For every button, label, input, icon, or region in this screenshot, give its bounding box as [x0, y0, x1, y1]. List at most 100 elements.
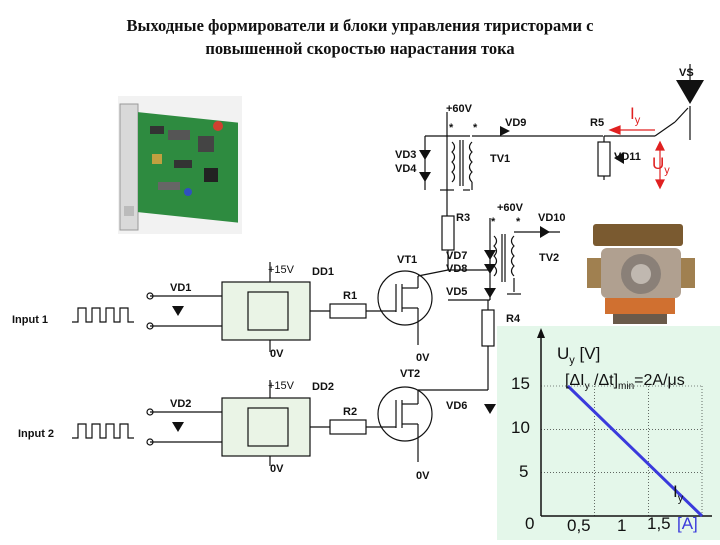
- label-vs: VS: [679, 67, 694, 79]
- label-vd8: VD8: [446, 263, 468, 275]
- y-axis-arrow: [537, 328, 545, 338]
- vd3-diode: [419, 150, 431, 160]
- graph-y-label: Uy [V]: [557, 344, 601, 367]
- vd6-diode: [484, 404, 496, 414]
- vd1-diode: [172, 306, 184, 316]
- x-tick-0-5: 0,5: [567, 516, 591, 535]
- label-star-4: *: [516, 216, 521, 228]
- label-vd5: VD5: [446, 286, 468, 298]
- x-tick-1-5: 1,5: [647, 514, 671, 533]
- terminal: [146, 292, 154, 300]
- input1-waveform: [72, 307, 134, 323]
- label-r3: R3: [456, 212, 471, 224]
- label-vd1: VD1: [170, 282, 192, 294]
- vt1-mosfet: [377, 270, 433, 326]
- tv2-secondary-coil: [510, 235, 515, 277]
- label-iy-top: Iy: [630, 104, 641, 127]
- uy-arrow-head-up: [655, 140, 665, 151]
- vd2-diode: [172, 422, 184, 432]
- r4-resistor: [481, 309, 495, 347]
- label-vt2: VT2: [400, 368, 421, 380]
- label-r1: R1: [343, 290, 358, 302]
- vd7-diode: [484, 250, 496, 260]
- label-0v-c: 0V: [270, 463, 284, 475]
- dd1-inner: [247, 291, 289, 331]
- uy-arrow-head-down: [655, 179, 665, 190]
- y-tick-5: 5: [519, 462, 529, 481]
- vd10-diode: [540, 226, 550, 238]
- label-plus60-top: +60V: [446, 103, 472, 115]
- label-vd6: VD6: [446, 400, 468, 412]
- input2-waveform: [72, 423, 134, 439]
- vd8-diode: [484, 264, 496, 274]
- label-vd11: VD11: [614, 151, 641, 163]
- label-0v-d: 0V: [416, 470, 430, 482]
- graph-slope-label: [ΔIy /Δt]min=2A/μs: [565, 372, 685, 393]
- x-tick-0: 0: [525, 514, 535, 533]
- current-slope-graph: Uy [V] [ΔIy /Δt]min=2A/μs 15 10 5 0 0,5 …: [497, 326, 720, 540]
- label-plus15-1: +15V: [268, 264, 294, 276]
- r1-resistor: [329, 303, 367, 319]
- graph-x-label: Iy: [673, 482, 684, 505]
- label-vd4: VD4: [395, 163, 417, 175]
- dd2-inner: [247, 407, 289, 447]
- label-0v-b: 0V: [416, 352, 430, 364]
- page-title: Выходные формирователи и блоки управлени…: [40, 14, 680, 60]
- y-tick-10: 10: [511, 418, 530, 437]
- pcb-module-photo: [118, 96, 242, 234]
- title-line-2: повышенной скоростью нарастания тока: [205, 39, 515, 58]
- label-tv2: TV2: [539, 252, 560, 264]
- gate-wire: [654, 121, 676, 137]
- tv2-primary-coil: [493, 235, 498, 277]
- label-input1: Input 1: [12, 314, 49, 326]
- tv1-secondary-coil: [468, 141, 473, 183]
- graph-svg: [537, 328, 712, 518]
- dd1-optocoupler: [221, 281, 311, 341]
- slope-line: [566, 384, 704, 518]
- graph-grid: [541, 385, 703, 516]
- terminal: [146, 322, 154, 330]
- label-plus15-2: +15V: [268, 380, 294, 392]
- label-tv1: TV1: [490, 153, 511, 165]
- label-input2: Input 2: [18, 428, 55, 440]
- x-tick-1: 1: [617, 516, 627, 535]
- label-plus60-mid: +60V: [497, 202, 523, 214]
- label-star-2: *: [473, 122, 478, 134]
- tv1-primary-coil: [451, 141, 456, 183]
- label-vd10: VD10: [538, 212, 566, 224]
- label-vd3: VD3: [395, 149, 417, 161]
- terminal: [146, 408, 154, 416]
- label-dd2: DD2: [312, 381, 335, 393]
- vd11-diode: [614, 152, 624, 164]
- vd9-diode: [500, 126, 510, 136]
- iy-arrow-head: [608, 125, 621, 135]
- wire: [417, 269, 449, 277]
- vt2-mosfet: [377, 386, 433, 442]
- label-uy-top: Uy: [652, 154, 670, 177]
- label-vt1: VT1: [397, 254, 418, 266]
- vd5-diode: [484, 288, 496, 298]
- label-dd1: DD1: [312, 266, 335, 278]
- terminal: [146, 438, 154, 446]
- y-tick-15: 15: [511, 374, 530, 393]
- gate-wire: [674, 107, 689, 123]
- label-r5: R5: [590, 117, 605, 129]
- dd2-optocoupler: [221, 397, 311, 457]
- r2-resistor: [329, 419, 367, 435]
- label-0v-a: 0V: [270, 348, 284, 360]
- label-star-3: *: [491, 216, 496, 228]
- label-star-1: *: [449, 122, 454, 134]
- title-line-1: Выходные формирователи и блоки управлени…: [126, 16, 594, 35]
- label-r4: R4: [506, 313, 521, 325]
- thyristor-assembly-photo: [583, 218, 698, 328]
- r3-resistor: [441, 215, 455, 251]
- label-vd7: VD7: [446, 250, 468, 262]
- r5-resistor: [597, 141, 611, 177]
- vd4-diode: [419, 172, 431, 182]
- vs-thyristor: [676, 80, 704, 104]
- x-unit: [A]: [677, 514, 698, 533]
- label-r2: R2: [343, 406, 358, 418]
- label-vd2: VD2: [170, 398, 192, 410]
- label-vd9: VD9: [505, 117, 527, 129]
